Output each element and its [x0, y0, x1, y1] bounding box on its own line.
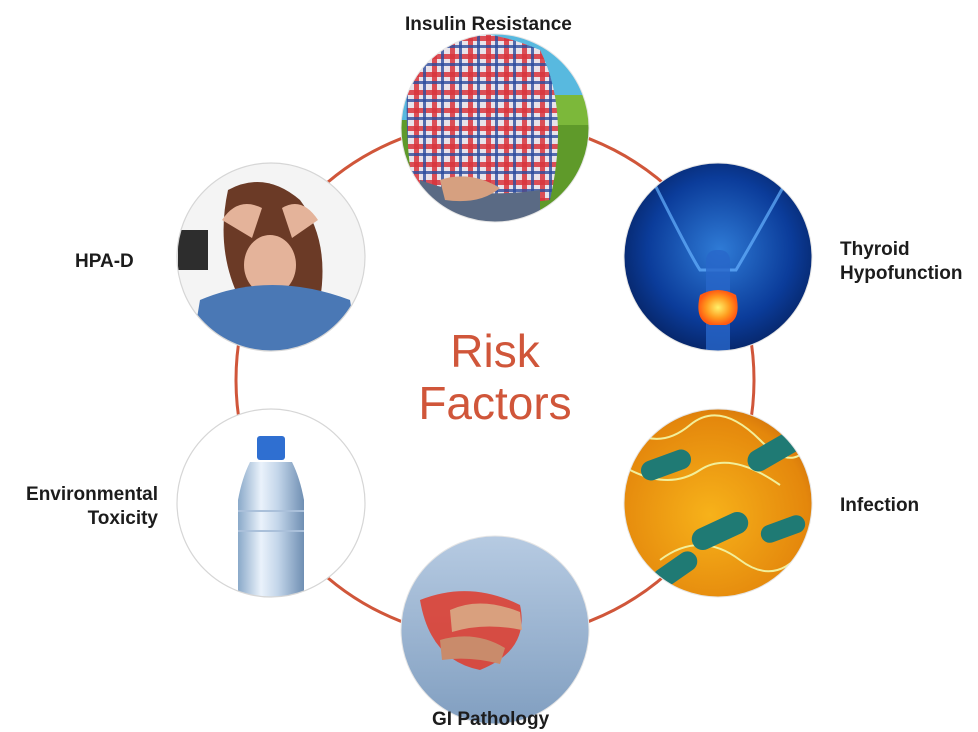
- label-environmental-toxicity: Environmental Toxicity: [26, 483, 158, 531]
- label-insulin-resistance: Insulin Resistance: [405, 13, 572, 37]
- thyroid-hypofunction-image: [620, 160, 820, 360]
- label-line: Insulin Resistance: [405, 13, 572, 37]
- label-line: Environmental: [26, 483, 158, 507]
- label-gi-pathology: GI Pathology: [432, 708, 549, 732]
- label-hpa-d: HPA-D: [75, 250, 134, 274]
- center-title-line1: Risk: [370, 325, 620, 377]
- label-line: HPA-D: [75, 250, 134, 274]
- label-line: Thyroid: [840, 238, 962, 262]
- label-line: Toxicity: [26, 507, 158, 531]
- infection-image: [620, 405, 820, 605]
- label-line: GI Pathology: [432, 708, 549, 732]
- center-title-line2: Factors: [370, 377, 620, 429]
- label-thyroid-hypofunction: Thyroid Hypofunction: [840, 238, 962, 286]
- label-line: Hypofunction: [840, 262, 962, 286]
- center-title: Risk Factors: [370, 325, 620, 429]
- label-line: Infection: [840, 494, 919, 518]
- label-infection: Infection: [840, 494, 919, 518]
- environmental-toxicity-image: [175, 405, 375, 605]
- gi-pathology-image: [395, 530, 595, 730]
